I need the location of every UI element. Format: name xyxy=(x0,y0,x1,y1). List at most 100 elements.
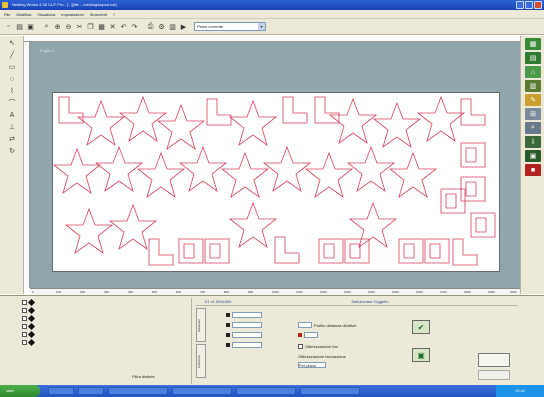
ruler-tick: 200 xyxy=(80,290,86,294)
window-title: Nesting Works 4.36 CUT Pro - [...][file … xyxy=(12,2,117,7)
field-icon xyxy=(226,333,230,337)
open-icon[interactable]: ▤ xyxy=(16,23,23,31)
offset-input[interactable] xyxy=(298,322,312,328)
field-input[interactable] xyxy=(232,342,262,348)
rectangle-icon[interactable]: ▭ xyxy=(8,64,16,71)
tab-posizione[interactable]: Posizione xyxy=(196,344,206,378)
field-icon xyxy=(226,313,230,317)
left-toolbox: ↖ ╱ ▭ ○ ⌇ ⌒ A ⊥ ⇄ ↻ xyxy=(0,36,24,294)
zoom-extents-icon[interactable]: ⊞ xyxy=(525,108,541,120)
delete-icon[interactable]: ✕ xyxy=(109,23,116,31)
home-icon[interactable]: ⌂ xyxy=(525,66,541,78)
field-input[interactable] xyxy=(232,322,262,328)
ok-button[interactable] xyxy=(478,353,510,367)
cut-icon[interactable]: ✂ xyxy=(76,23,83,31)
zoom-out-icon[interactable]: ⊖ xyxy=(65,23,72,31)
taskbar-item[interactable] xyxy=(108,387,168,395)
taskbar: start 10:42 xyxy=(0,385,544,397)
app-icon xyxy=(2,2,8,8)
arc-icon[interactable]: ⌒ xyxy=(8,100,16,107)
drawing-canvas[interactable]: Foglio 1 xyxy=(30,42,520,288)
polyline-icon[interactable]: ⌇ xyxy=(10,88,14,95)
circle-icon[interactable]: ○ xyxy=(9,75,15,83)
layer-color-icon xyxy=(27,306,36,314)
offset-row-2 xyxy=(298,332,318,338)
measure-icon[interactable]: ⊥ xyxy=(8,124,16,131)
copy-icon[interactable]: ❐ xyxy=(87,23,94,31)
search-icon[interactable]: ⌕ xyxy=(525,122,541,134)
zoom-in-icon[interactable]: ⊕ xyxy=(54,23,61,31)
apply-icon[interactable]: ✔ xyxy=(412,320,430,334)
start-button[interactable]: start xyxy=(0,385,40,397)
taskbar-item[interactable] xyxy=(78,387,104,395)
menu-modifica[interactable]: Modifica xyxy=(16,12,32,17)
cancel-button[interactable] xyxy=(478,370,510,380)
layer-checkbox[interactable] xyxy=(22,331,27,337)
minimize-button[interactable] xyxy=(516,1,524,9)
layer-color-icon xyxy=(27,314,36,322)
offset-input-2[interactable] xyxy=(304,332,318,338)
layer-checkbox[interactable] xyxy=(22,299,27,305)
check-row: Ottimizzazione fori xyxy=(298,344,338,349)
stop-icon[interactable]: ■ xyxy=(525,164,541,176)
ruler-tick: 1400 xyxy=(368,290,375,294)
save-icon[interactable]: ▣ xyxy=(27,23,34,31)
mode-select[interactable]: Per piano xyxy=(298,362,326,368)
layer-row xyxy=(22,338,191,346)
run-icon[interactable]: ▶ xyxy=(180,23,187,31)
field-row xyxy=(226,342,262,348)
taskbar-item[interactable] xyxy=(172,387,232,395)
pointer-icon[interactable]: ↖ xyxy=(9,40,15,47)
rotate-icon[interactable]: ↻ xyxy=(9,148,15,155)
menu-help[interactable]: ? xyxy=(112,12,116,17)
grid-icon[interactable]: ▥ xyxy=(525,80,541,92)
optimize-checkbox[interactable] xyxy=(298,344,303,349)
view-select[interactable]: Piano corrente ▾ xyxy=(194,22,266,31)
ruler-tick: 1600 xyxy=(416,290,423,294)
tab-parametri[interactable]: Parametri xyxy=(196,308,206,342)
layer-color-icon xyxy=(27,322,36,330)
close-button[interactable] xyxy=(534,1,542,9)
layer-checkbox[interactable] xyxy=(22,339,27,345)
cnc-icon[interactable]: ▣ xyxy=(525,150,541,162)
menu-file[interactable]: File xyxy=(4,12,11,17)
nest-icon[interactable]: ▦ xyxy=(525,38,541,50)
taskbar-item[interactable] xyxy=(236,387,296,395)
undo-icon[interactable]: ↶ xyxy=(120,23,127,31)
layer-checkbox[interactable] xyxy=(22,307,27,313)
field-input[interactable] xyxy=(232,332,262,338)
new-icon[interactable]: ▫ xyxy=(7,23,10,30)
print-icon[interactable]: ⎙ xyxy=(147,22,154,30)
taskbar-item[interactable] xyxy=(48,387,74,395)
layer-checkbox[interactable] xyxy=(22,315,27,321)
menu-impostazioni[interactable]: Impostazioni xyxy=(61,12,84,17)
text-icon[interactable]: A xyxy=(9,111,15,119)
export-icon[interactable]: ⇩ xyxy=(525,136,541,148)
settings-icon[interactable]: ⚙ xyxy=(158,23,165,31)
image-icon[interactable]: ▣ xyxy=(412,348,430,362)
redo-icon[interactable]: ↷ xyxy=(131,23,138,31)
ruler-left xyxy=(24,42,30,288)
layer-color-icon xyxy=(27,298,36,306)
ruler-tick: 100 xyxy=(56,290,62,294)
layer-checkbox[interactable] xyxy=(22,323,27,329)
zoom-icon[interactable]: ⌕ xyxy=(44,22,49,30)
menu-bar: File Modifica Visualizza Impostazioni St… xyxy=(0,10,544,19)
paste-icon[interactable]: ▦ xyxy=(98,23,105,31)
field-input[interactable] xyxy=(232,312,262,318)
tool-icon[interactable]: ✎ xyxy=(525,94,541,106)
line-icon[interactable]: ╱ xyxy=(9,52,15,59)
status-text: Selezionare l'oggetto xyxy=(351,299,389,304)
menu-strumenti[interactable]: Strumenti xyxy=(89,12,107,17)
layers-icon[interactable]: ▥ xyxy=(169,23,176,31)
filter-button[interactable]: Filtra distinte xyxy=(132,374,155,379)
mirror-icon[interactable]: ⇄ xyxy=(9,136,15,143)
sheet-icon[interactable]: ▤ xyxy=(525,52,541,64)
layer-row xyxy=(22,330,191,338)
layer-row xyxy=(22,322,191,330)
taskbar-item[interactable] xyxy=(300,387,360,395)
field-row xyxy=(226,332,262,338)
nesting-sheet[interactable] xyxy=(52,92,500,272)
maximize-button[interactable] xyxy=(525,1,533,9)
menu-visualizza[interactable]: Visualizza xyxy=(37,12,56,17)
